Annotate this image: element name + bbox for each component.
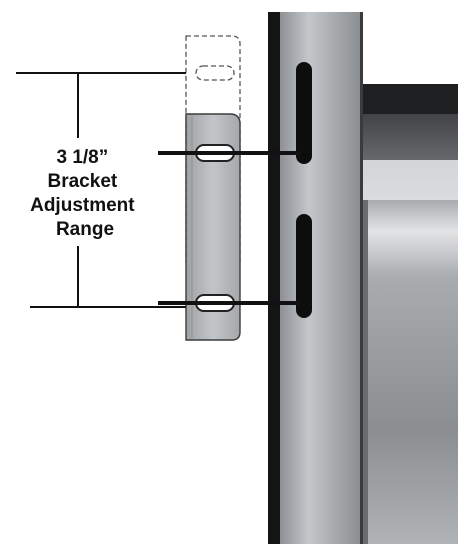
range-annotation-line-4: Range: [56, 219, 114, 240]
range-annotation-line-2: Bracket: [48, 171, 118, 192]
equipment-panel: [362, 84, 458, 544]
rail-slot-lower: [296, 214, 312, 318]
mounting-rail: [268, 12, 363, 544]
rail-slot-upper: [296, 62, 312, 164]
range-annotation-line-3: Adjustment: [30, 195, 135, 216]
range-annotation: 3 1/8” Bracket Adjustment Range: [30, 147, 140, 240]
range-annotation-line-1: 3 1/8”: [56, 147, 108, 168]
